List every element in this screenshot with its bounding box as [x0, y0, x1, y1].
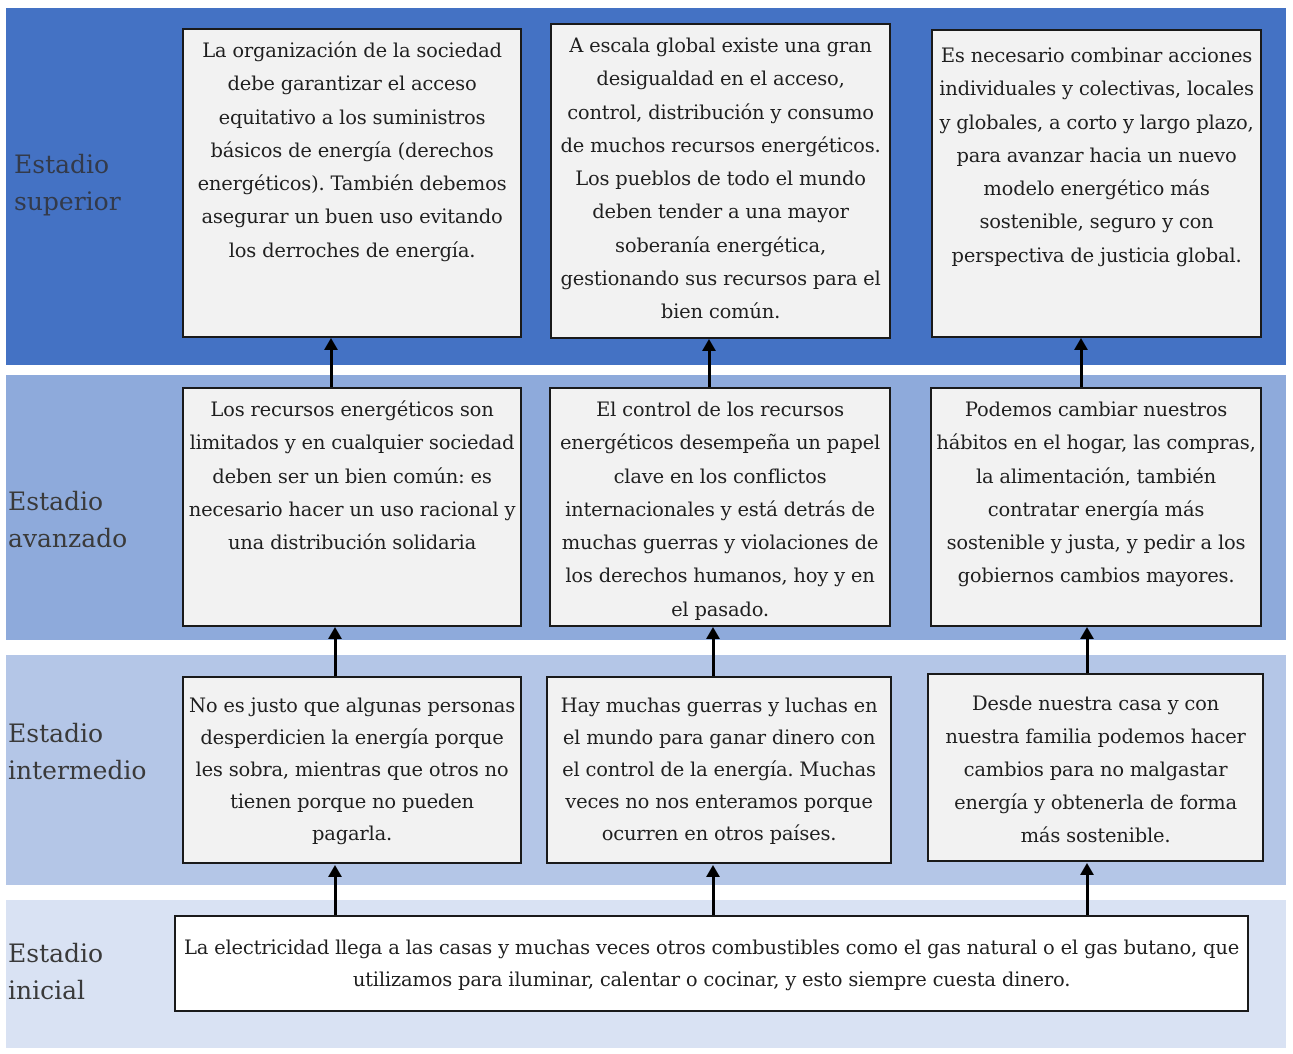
stage-label-superior: Estadio superior [14, 150, 121, 216]
box-intermedio-2: Hay muchas guerras y luchas en el mundo … [546, 676, 892, 864]
box-superior-3: Es necesario combinar acciones individua… [931, 29, 1262, 338]
stage-label-intermedio: Estadio intermedio [8, 719, 147, 785]
stage-label-avanzado: Estadio avanzado [8, 487, 128, 553]
stage-label-inicial: Estadio inicial [8, 939, 104, 1005]
box-intermedio-1: No es justo que algunas personas desperd… [182, 676, 522, 864]
box-avanzado-3: Podemos cambiar nuestros hábitos en el h… [930, 387, 1262, 627]
arrow-intermedio-to-avanzado-1 [328, 627, 342, 676]
arrow-intermedio-to-avanzado-2 [706, 627, 720, 676]
box-inicial: La electricidad llega a las casas y much… [174, 915, 1249, 1012]
box-intermedio-3: Desde nuestra casa y con nuestra familia… [927, 673, 1264, 862]
arrow-avanzado-to-superior-3 [1074, 338, 1088, 387]
box-superior-2: A escala global existe una gran desigual… [550, 23, 891, 339]
box-avanzado-2: El control de los recursos energéticos d… [549, 387, 891, 627]
box-avanzado-1: Los recursos energéticos son limitados y… [182, 387, 522, 627]
arrow-inicial-to-intermedio-2 [706, 865, 720, 915]
arrow-inicial-to-intermedio-1 [328, 865, 342, 915]
arrow-inicial-to-intermedio-3 [1080, 863, 1094, 915]
arrow-avanzado-to-superior-1 [324, 338, 338, 387]
box-superior-1: La organización de la sociedad debe gara… [182, 28, 522, 338]
arrow-intermedio-to-avanzado-3 [1080, 627, 1094, 673]
arrow-avanzado-to-superior-2 [702, 339, 716, 387]
